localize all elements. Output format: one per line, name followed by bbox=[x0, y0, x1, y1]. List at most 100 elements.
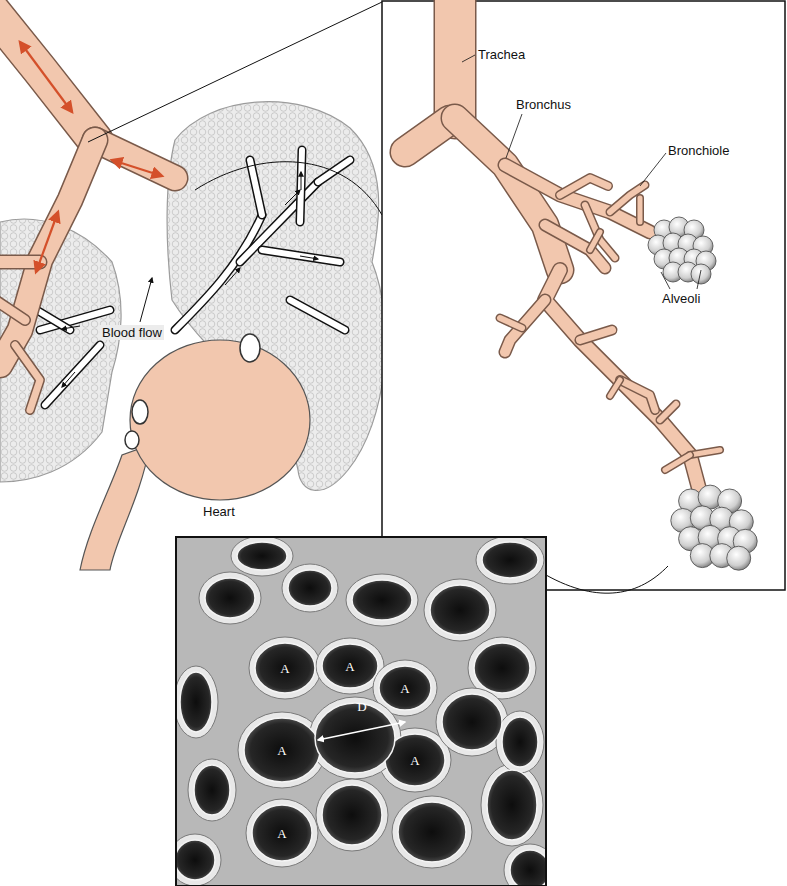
air-flow-arrow-0 bbox=[20, 42, 72, 112]
blood-vessel-0 bbox=[175, 215, 262, 330]
zoom-line bbox=[88, 2, 382, 142]
flow-arrow-4 bbox=[62, 326, 80, 329]
bronchus-tube-left-outline bbox=[0, 140, 95, 365]
micrograph-frame bbox=[176, 537, 546, 886]
leader-line-1 bbox=[506, 114, 522, 158]
alveolus-opening-15 bbox=[398, 802, 466, 862]
airway-branch-12 bbox=[500, 318, 522, 328]
leader-line-3 bbox=[661, 272, 670, 289]
micrograph-letter: A bbox=[277, 743, 286, 758]
airway-branch-15-outline bbox=[610, 380, 620, 396]
bronchus-tube-left bbox=[0, 140, 95, 365]
airway-tree-panel bbox=[382, 0, 785, 590]
alveolar-rim-20 bbox=[476, 537, 544, 584]
alveolar-rim-21 bbox=[176, 834, 221, 886]
airway-branch-16 bbox=[660, 404, 676, 420]
alveolus-opening-14 bbox=[322, 785, 382, 845]
airway-branch-9 bbox=[590, 232, 600, 250]
bronchiole-tube bbox=[15, 345, 40, 410]
part-label: Trachea bbox=[478, 47, 525, 62]
alveolus-opening-22 bbox=[510, 850, 546, 886]
alveolus-opening-21 bbox=[176, 840, 215, 880]
lung-drawing bbox=[0, 2, 386, 570]
alveolar-walls bbox=[176, 537, 546, 886]
pulmonary-vessel bbox=[132, 400, 148, 424]
alveolus-opening-6 bbox=[205, 578, 255, 618]
alveolus-opening-17 bbox=[194, 765, 230, 815]
airway-branch-15 bbox=[610, 380, 620, 396]
air-flow-arrow-1 bbox=[112, 160, 162, 176]
micrograph-letter: A bbox=[400, 681, 409, 696]
alveolus-opening-18 bbox=[502, 717, 538, 767]
leader-line-2 bbox=[640, 153, 666, 186]
airway-branch-4 bbox=[560, 178, 608, 195]
alveolar-rim-22 bbox=[504, 844, 546, 886]
alveolus-opening-3 bbox=[244, 718, 320, 782]
alveolar-rim-17 bbox=[188, 759, 236, 821]
leader-line-0 bbox=[462, 55, 475, 62]
alveolus-opening-8 bbox=[352, 580, 412, 620]
airway-branch-3 bbox=[505, 165, 650, 232]
airway-branch-14-outline bbox=[620, 380, 655, 410]
leader-lines bbox=[140, 55, 701, 322]
airway-branch-0 bbox=[435, 0, 475, 118]
airway-branch-6 bbox=[585, 205, 615, 258]
diameter-arrow bbox=[318, 722, 405, 740]
aorta bbox=[80, 445, 150, 570]
airway-branch-9-outline bbox=[590, 232, 600, 250]
part-label: Heart bbox=[203, 504, 235, 519]
alveolus-opening-10 bbox=[474, 643, 530, 693]
airway-branch-14 bbox=[620, 380, 655, 410]
airway-branch-7-outline bbox=[636, 198, 644, 222]
micrograph-ground bbox=[176, 537, 546, 886]
trachea-tube bbox=[0, 8, 95, 140]
alveolus-opening-13 bbox=[180, 672, 212, 732]
bronchiole-tube bbox=[0, 256, 40, 268]
pulmonary-vessel bbox=[240, 334, 260, 362]
airway-branch-17 bbox=[690, 450, 720, 455]
alveolar-rim-18 bbox=[496, 711, 544, 773]
airway-branch-17-outline bbox=[690, 450, 720, 455]
zoom-line bbox=[195, 162, 382, 215]
trachea-tube-outline bbox=[0, 8, 95, 140]
alveolus-opening-19 bbox=[237, 542, 287, 570]
alveolus-opening-2 bbox=[379, 666, 431, 710]
alveolus-opening-9 bbox=[430, 585, 490, 635]
alveolus-opening-20 bbox=[482, 542, 538, 578]
blood-vessel-5 bbox=[250, 160, 262, 215]
blood-vessel-7 bbox=[45, 345, 100, 405]
blood-vessel-2-outline bbox=[262, 250, 340, 262]
flow-arrow-1 bbox=[285, 190, 300, 205]
micrograph-letter: A bbox=[410, 753, 419, 768]
bronchiole-tube-outline bbox=[0, 300, 25, 320]
alveolus-opening-16 bbox=[487, 770, 537, 840]
alveolus-opening-7 bbox=[288, 570, 332, 606]
dimension-letter: D bbox=[357, 699, 366, 714]
alveolus-opening-5 bbox=[252, 805, 312, 861]
airway-branch-10 bbox=[545, 270, 702, 500]
micrograph-panel bbox=[169, 536, 668, 886]
alveolus-opening-1 bbox=[322, 644, 378, 688]
airway-branch-0-outline bbox=[434, 0, 477, 118]
alveolar-rim-0 bbox=[249, 637, 321, 699]
airway-branch-16-outline bbox=[660, 404, 676, 420]
bronchiole-tube bbox=[0, 300, 25, 320]
blood-vessel-9-outline bbox=[290, 300, 345, 330]
flow-arrow-5 bbox=[62, 372, 75, 387]
airway-branch-8-outline bbox=[545, 225, 605, 268]
part-label: Bronchus bbox=[516, 97, 571, 112]
airway-branch-18-outline bbox=[665, 455, 690, 470]
flow-arrow-2 bbox=[300, 256, 318, 259]
blood-vessel-7-outline bbox=[45, 345, 100, 405]
alveolar-rim-13 bbox=[176, 666, 218, 738]
alveolar-rim-16 bbox=[481, 764, 543, 846]
leader-arrow bbox=[140, 278, 152, 322]
alveolar-rim-15 bbox=[392, 796, 472, 868]
alveolar-rim-8 bbox=[346, 574, 418, 626]
part-label: Blood flow bbox=[100, 325, 164, 340]
part-label: Bronchiole bbox=[668, 143, 729, 158]
airway-branch-18 bbox=[665, 455, 690, 470]
air-flow-arrow-2 bbox=[36, 212, 58, 272]
blood-vessel-0-outline bbox=[175, 215, 262, 330]
